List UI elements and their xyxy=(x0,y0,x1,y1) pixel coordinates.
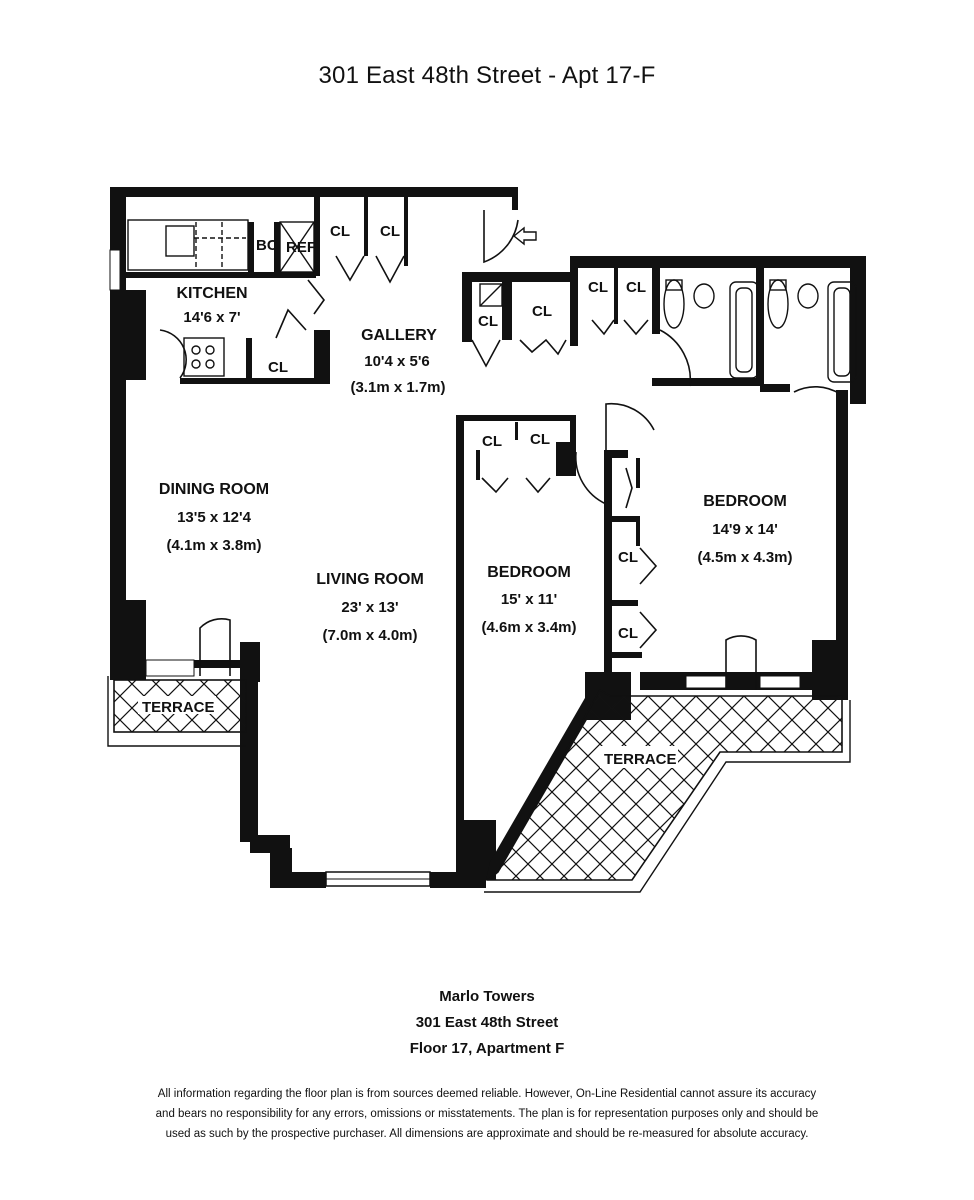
bathroom-fixtures xyxy=(663,279,857,383)
terrace-right xyxy=(484,688,851,893)
closet-label: CL xyxy=(618,625,638,642)
gallery-label: GALLERY 10'4 x 5'6 (3.1m x 1.7m) xyxy=(350,327,445,396)
bedroom1-name: BEDROOM xyxy=(487,564,571,581)
terrace-left-label: TERRACE xyxy=(142,699,215,716)
closet-label: CL xyxy=(626,279,646,296)
living-dims: 23' x 13' xyxy=(341,599,398,616)
bedroom1-metric: (4.6m x 3.4m) xyxy=(481,619,576,636)
closet-label: CL xyxy=(380,223,400,240)
interior-walls xyxy=(126,196,790,680)
dining-metric: (4.1m x 3.8m) xyxy=(166,537,261,554)
entry-arrow-icon xyxy=(512,226,537,246)
living-label: LIVING ROOM 23' x 13' (7.0m x 4.0m) xyxy=(316,571,424,644)
bedroom2-label: BEDROOM 14'9 x 14' (4.5m x 4.3m) xyxy=(697,493,792,566)
building-address: 301 East 48th Street xyxy=(415,1014,559,1031)
door-swings xyxy=(159,210,841,690)
kitchen-dims: 14'6 x 7' xyxy=(183,309,240,326)
bedroom2-dims: 14'9 x 14' xyxy=(712,521,778,538)
closet-label: CL xyxy=(588,279,608,296)
bedroom2-metric: (4.5m x 4.3m) xyxy=(697,549,792,566)
disclaimer-line: used as such by the prospective purchase… xyxy=(165,1128,809,1140)
kitchen-fixtures xyxy=(127,219,503,377)
disclaimer-line: and bears no responsibility for any erro… xyxy=(155,1108,819,1120)
dining-label: DINING ROOM 13'5 x 12'4 (4.1m x 3.8m) xyxy=(159,481,269,554)
ref-label: REF xyxy=(286,239,316,256)
closet-label: CL xyxy=(530,431,550,448)
closet-label: CL xyxy=(268,359,288,376)
bedroom1-label: BEDROOM 15' x 11' (4.6m x 3.4m) xyxy=(481,564,576,636)
disclaimer: All information regarding the floor plan… xyxy=(150,1084,824,1144)
dining-dims: 13'5 x 12'4 xyxy=(177,509,252,526)
dining-name: DINING ROOM xyxy=(159,481,269,498)
building-name: Marlo Towers xyxy=(439,988,535,1005)
bedroom2-name: BEDROOM xyxy=(703,493,787,510)
closet-label: CL xyxy=(482,433,502,450)
bedroom1-dims: 15' x 11' xyxy=(501,591,557,608)
disclaimer-line: All information regarding the floor plan… xyxy=(157,1088,817,1100)
gallery-metric: (3.1m x 1.7m) xyxy=(350,379,445,396)
terrace-left xyxy=(107,676,247,747)
property-info: Marlo Towers 301 East 48th Street Floor … xyxy=(0,984,974,1062)
living-metric: (7.0m x 4.0m) xyxy=(322,627,417,644)
kitchen-name: KITCHEN xyxy=(176,285,247,302)
plan-title: 301 East 48th Street - Apt 17-F xyxy=(318,62,656,89)
floor-plan: KITCHEN 14'6 x 7' GALLERY 10'4 x 5'6 (3.… xyxy=(107,187,866,893)
terrace-right-label: TERRACE xyxy=(604,751,677,768)
gallery-name: GALLERY xyxy=(361,327,437,344)
living-name: LIVING ROOM xyxy=(316,571,424,588)
bc-label: BC xyxy=(256,237,278,254)
closet-label: CL xyxy=(330,223,350,240)
unit-info: Floor 17, Apartment F xyxy=(409,1040,565,1057)
closet-label: CL xyxy=(532,303,552,320)
closet-label: CL xyxy=(478,313,498,330)
closet-label: CL xyxy=(618,549,638,566)
closet-labels: CL CL CL CL CL CL CL CL CL CL CL BC REF … xyxy=(142,223,677,768)
kitchen-label: KITCHEN 14'6 x 7' xyxy=(176,285,247,326)
gallery-dims: 10'4 x 5'6 xyxy=(364,353,430,370)
